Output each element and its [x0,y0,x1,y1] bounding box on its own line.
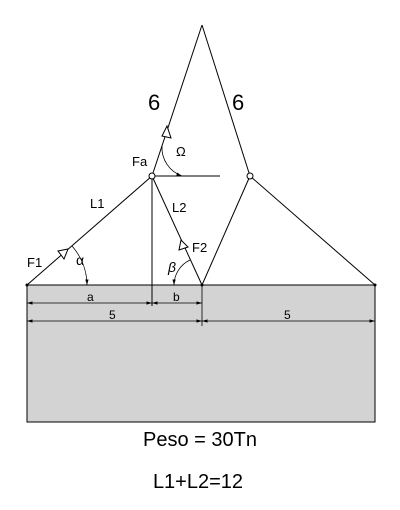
member-l2 [151,175,203,286]
label-side-right: 6 [232,90,244,115]
angle-arc-alpha [71,245,89,286]
member-right-lower [201,175,251,286]
label-beta: β [167,259,176,275]
member-left-6 [151,24,203,177]
load-block [26,284,376,423]
caption-weight: Peso = 30Tn [143,429,257,451]
joint-right-anchor [373,283,377,287]
angle-arc-beta [172,259,191,286]
force-arrow-f1 [57,248,69,261]
label-dim-left: 5 [109,308,116,322]
member-right-outer [249,175,376,286]
joint-right [246,172,254,180]
label-dim-b: b [173,290,180,304]
caption-constraint: L1+L2=12 [153,471,243,493]
label-dim-a: a [87,290,94,304]
label-l2: L2 [172,200,186,215]
force-arrow-f2 [178,238,189,251]
label-dim-right: 5 [284,308,291,322]
angle-arc-omega [161,145,183,177]
member-l1 [26,175,153,286]
label-f1: F1 [27,255,42,270]
label-alpha: α [76,252,84,268]
joint-center-anchor [200,283,204,287]
member-right-6 [201,24,251,177]
label-f2: F2 [192,240,207,255]
joint-left-anchor [25,283,29,287]
label-fa: Fa [132,154,148,169]
force-arrow-fa [161,124,172,139]
joint-fa [148,172,156,180]
label-l1: L1 [90,196,104,211]
label-omega: Ω [176,144,186,159]
label-side-left: 6 [148,90,160,115]
